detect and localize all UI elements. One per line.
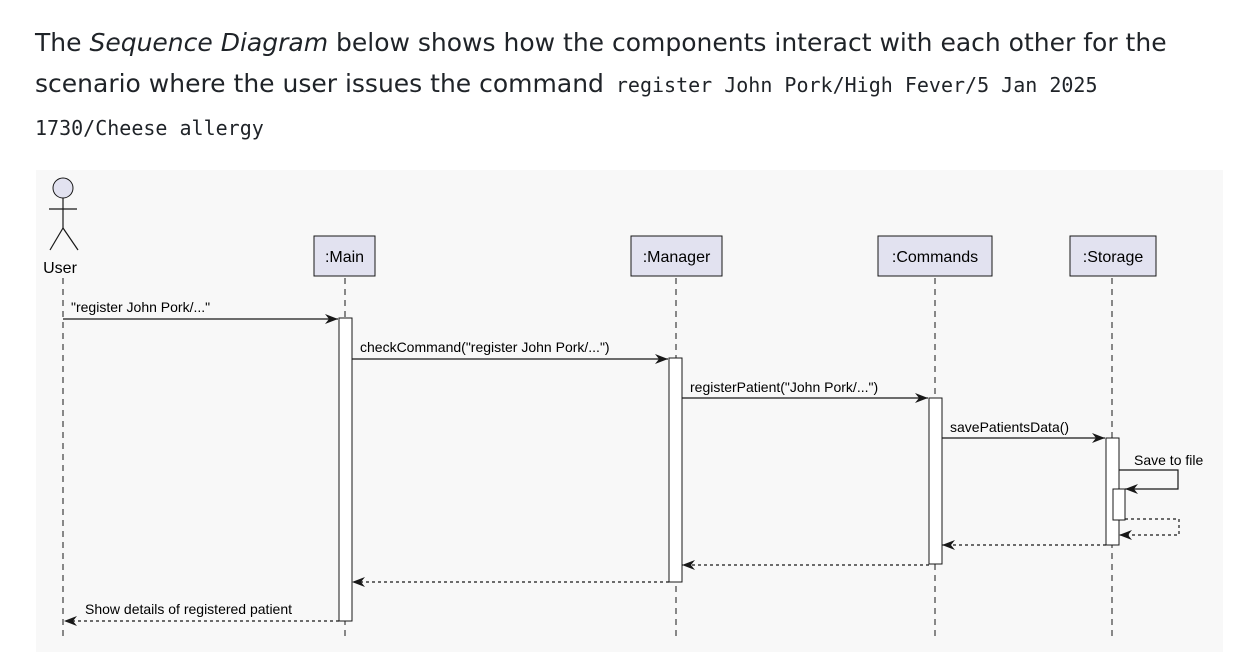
intro-middle: below shows how the components interact … [35,28,1167,98]
participant-manager-label: :Manager [643,249,711,266]
activation-commands [928,397,943,565]
activation-manager [668,357,683,583]
command-code: register John Pork/High Fever/5 Jan 2025… [35,73,1098,140]
message-label-5: Save to file [1134,452,1203,468]
participant-main: :Main [313,235,376,277]
message-arrow-6 [1119,518,1180,540]
message-label-10: Show details of registered patient [85,601,292,617]
actor-head-icon [52,177,74,199]
message-label-4: savePatientsData() [950,419,1069,435]
participant-commands-label: :Commands [892,249,978,266]
activation-main [338,317,353,622]
participant-main-label: :Main [325,249,364,266]
activation-storage-nested [1112,488,1126,521]
participant-commands: :Commands [877,235,993,277]
actor-label: User [43,260,77,277]
message-label-1: "register John Pork/..." [71,299,210,315]
message-label-3: registerPatient("John Pork/...") [690,379,878,395]
message-label-2: checkCommand("register John Pork/...") [360,339,610,355]
sequence-diagram-svg: User :Main :Manager :Commands :Storage "… [43,177,1203,640]
intro-paragraph: The Sequence Diagram below shows how the… [35,22,1225,149]
participant-storage-label: :Storage [1083,249,1144,266]
participant-manager: :Manager [630,235,723,277]
intro-prefix: The [35,28,90,57]
participant-storage: :Storage [1069,235,1157,277]
message-arrow-5 [1119,469,1179,494]
sequence-diagram: User :Main :Manager :Commands :Storage "… [36,170,1223,652]
intro-emphasis: Sequence Diagram [89,28,329,57]
actor-user: User [43,177,79,277]
